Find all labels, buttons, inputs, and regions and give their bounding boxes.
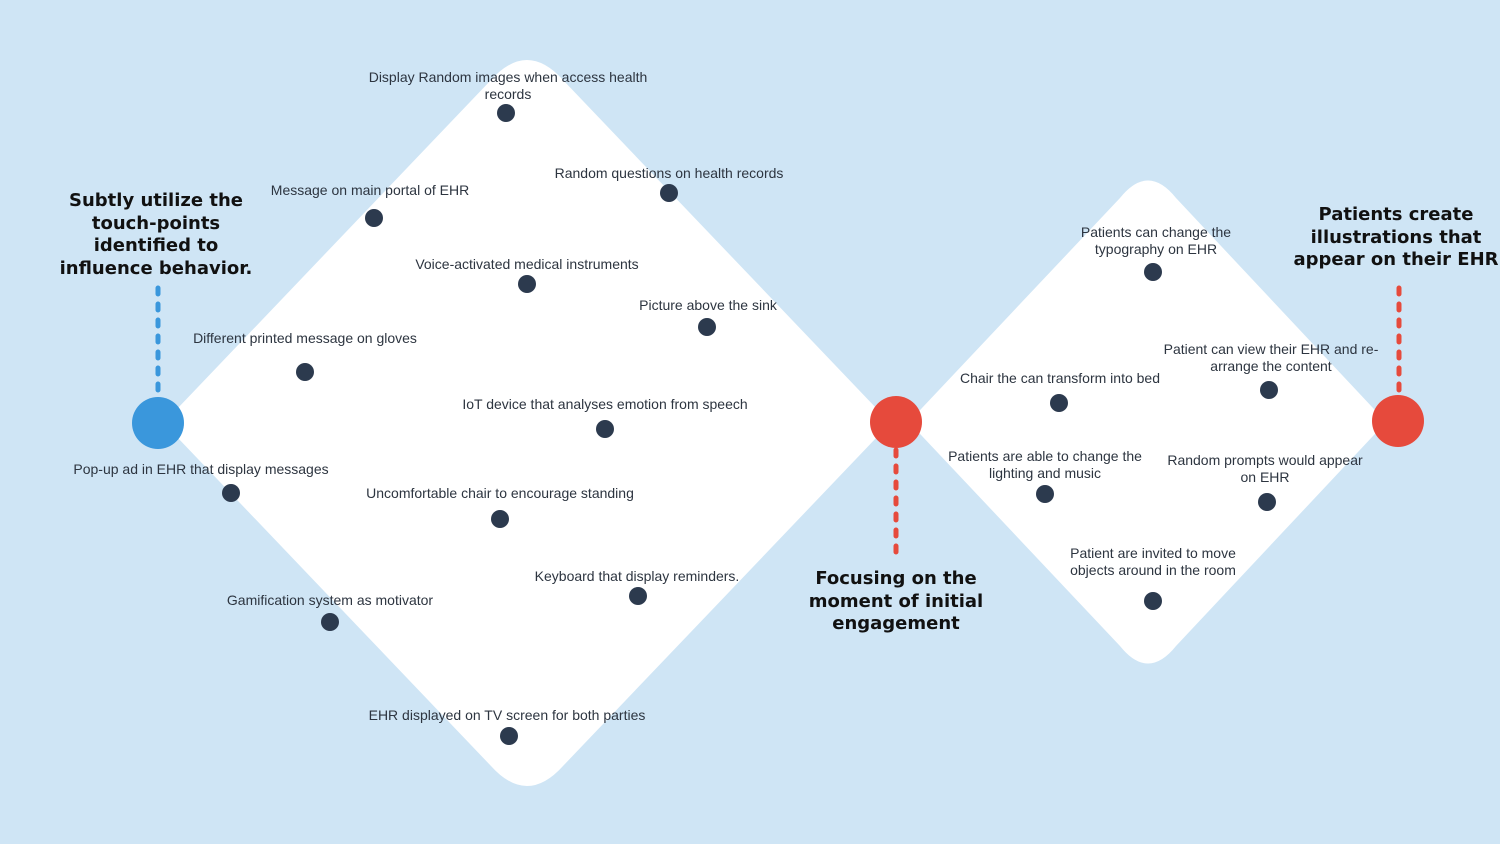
idea-dot [296, 363, 314, 381]
idea-label-printed-gloves: Different printed message on gloves [193, 330, 417, 346]
idea-label-typography: Patients can change the typography on EH… [1080, 224, 1232, 257]
idea-label-iot-emotion: IoT device that analyses emotion from sp… [462, 396, 748, 412]
idea-dot [629, 587, 647, 605]
idea-label-popup-ad: Pop-up ad in EHR that display messages [73, 461, 329, 477]
end-node [1372, 395, 1424, 447]
idea-label-random-prompts: Random prompts would appear on EHR [1167, 452, 1363, 485]
idea-dot [660, 184, 678, 202]
idea-label-voice-instruments: Voice-activated medical instruments [415, 256, 639, 272]
idea-dot [1050, 394, 1068, 412]
idea-label-gamification: Gamification system as motivator [226, 592, 434, 608]
idea-dot [1144, 263, 1162, 281]
idea-dot [222, 484, 240, 502]
idea-label-random-images: Display Random images when access health… [368, 69, 648, 102]
end-heading: Patients create illustrations that appea… [1293, 204, 1499, 270]
idea-label-lighting-music: Patients are able to change the lighting… [948, 448, 1142, 481]
idea-dot [497, 104, 515, 122]
idea-dot [1144, 592, 1162, 610]
diamond-divergent-2 [914, 180, 1381, 664]
idea-label-keyboard-reminders: Keyboard that display reminders. [534, 568, 740, 584]
middle-node [870, 396, 922, 448]
idea-label-picture-sink: Picture above the sink [639, 297, 777, 313]
idea-label-ehr-tv: EHR displayed on TV screen for both part… [368, 707, 646, 723]
idea-label-portal-message: Message on main portal of EHR [270, 182, 470, 198]
start-heading: Subtly utilize the touch-points identifi… [59, 190, 253, 279]
idea-dot [1260, 381, 1278, 399]
idea-dot [1036, 485, 1054, 503]
diamond-divergent-1 [170, 60, 884, 786]
idea-dot [491, 510, 509, 528]
idea-dot [500, 727, 518, 745]
idea-label-move-objects: Patient are invited to move objects arou… [1070, 545, 1236, 578]
idea-label-chair-bed: Chair the can transform into bed [960, 370, 1160, 386]
idea-label-rearrange-ehr: Patient can view their EHR and re-arrang… [1163, 341, 1379, 374]
idea-dot [321, 613, 339, 631]
idea-dot [596, 420, 614, 438]
middle-heading: Focusing on the moment of initial engage… [808, 568, 984, 634]
idea-dot [698, 318, 716, 336]
idea-label-uncomfortable-chair: Uncomfortable chair to encourage standin… [366, 485, 634, 501]
idea-dot [518, 275, 536, 293]
start-node [132, 397, 184, 449]
idea-label-random-questions: Random questions on health records [554, 165, 784, 181]
idea-dot [365, 209, 383, 227]
idea-dot [1258, 493, 1276, 511]
